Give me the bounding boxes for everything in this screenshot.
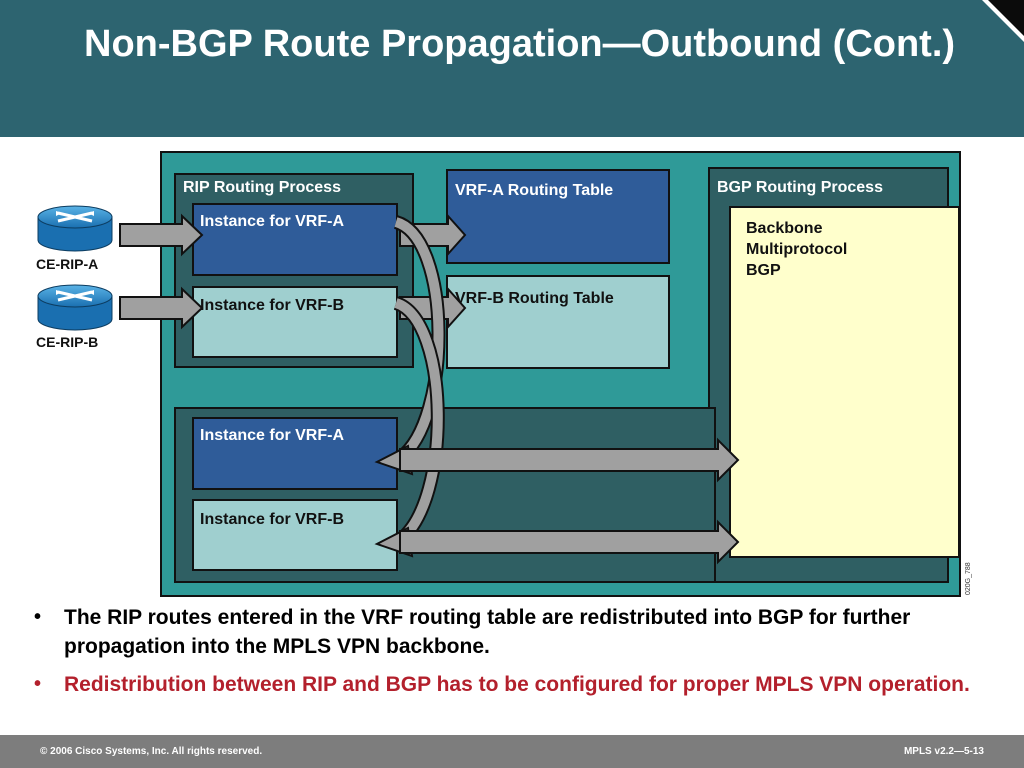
vrf-b-routing-table — [446, 275, 670, 369]
slide-number: MPLS v2.2—5-13 — [903, 746, 984, 757]
backbone-label-line3: BGP — [746, 262, 781, 279]
redistribute-vrf-b-curve-fill — [393, 298, 443, 544]
router-icon — [37, 284, 113, 331]
vrf-b-routing-table-label: VRF-B Routing Table — [455, 290, 614, 307]
rip-process-label: RIP Routing Process — [183, 179, 341, 196]
bullet-text: Redistribution between RIP and BGP has t… — [64, 673, 970, 696]
bullet-item: • Redistribution between RIP and BGP has… — [34, 670, 984, 699]
lower-instance-vrf-b-label: Instance for VRF-B — [200, 511, 344, 528]
lower-instance-vrf-b — [192, 499, 398, 571]
footer-bar: © 2006 Cisco Systems, Inc. All rights re… — [0, 735, 1024, 768]
redistribute-vrf-a-curve-fill — [394, 217, 444, 463]
copyright-text: © 2006 Cisco Systems, Inc. All rights re… — [40, 746, 263, 757]
ce-b-to-rip-arrow — [119, 286, 204, 330]
vrf-a-routing-table — [446, 169, 670, 264]
ce-a-to-rip-arrow — [119, 213, 204, 257]
ce-rip-b-label: CE-RIP-B — [36, 334, 98, 350]
bullet-dot: • — [34, 673, 42, 695]
ce-rip-a-label: CE-RIP-A — [36, 256, 98, 272]
vrf-a-routing-table-label: VRF-A Routing Table — [455, 182, 613, 199]
rip-instance-vrf-a — [192, 203, 398, 276]
rip-instance-vrf-a-label: Instance for VRF-A — [200, 213, 344, 230]
backbone-label-line2: Multiprotocol — [746, 241, 847, 258]
bullet-item: • The RIP routes entered in the VRF rout… — [34, 603, 984, 661]
corner-accent-inner — [988, 0, 1024, 36]
figure-id: 020G_788 — [965, 562, 972, 595]
backbone-mp-bgp-box — [729, 206, 960, 558]
rip-instance-vrf-b-label: Instance for VRF-B — [200, 297, 344, 314]
rip-instance-vrf-b — [192, 286, 398, 358]
bullet-dot: • — [34, 606, 42, 628]
backbone-label-line1: Backbone — [746, 220, 823, 237]
bullet-text: The RIP routes entered in the VRF routin… — [64, 606, 911, 658]
router-icon — [37, 205, 113, 252]
bgp-process-label: BGP Routing Process — [717, 179, 883, 196]
vrf-a-to-bgp-arrow — [399, 437, 740, 483]
slide-title: Non-BGP Route Propagation—Outbound (Cont… — [84, 23, 956, 65]
bullet-list: • The RIP routes entered in the VRF rout… — [34, 603, 984, 708]
title-bar: Non-BGP Route Propagation—Outbound (Cont… — [0, 0, 1024, 137]
vrf-b-to-bgp-arrow — [399, 519, 740, 565]
lower-instance-vrf-a-label: Instance for VRF-A — [200, 427, 344, 444]
